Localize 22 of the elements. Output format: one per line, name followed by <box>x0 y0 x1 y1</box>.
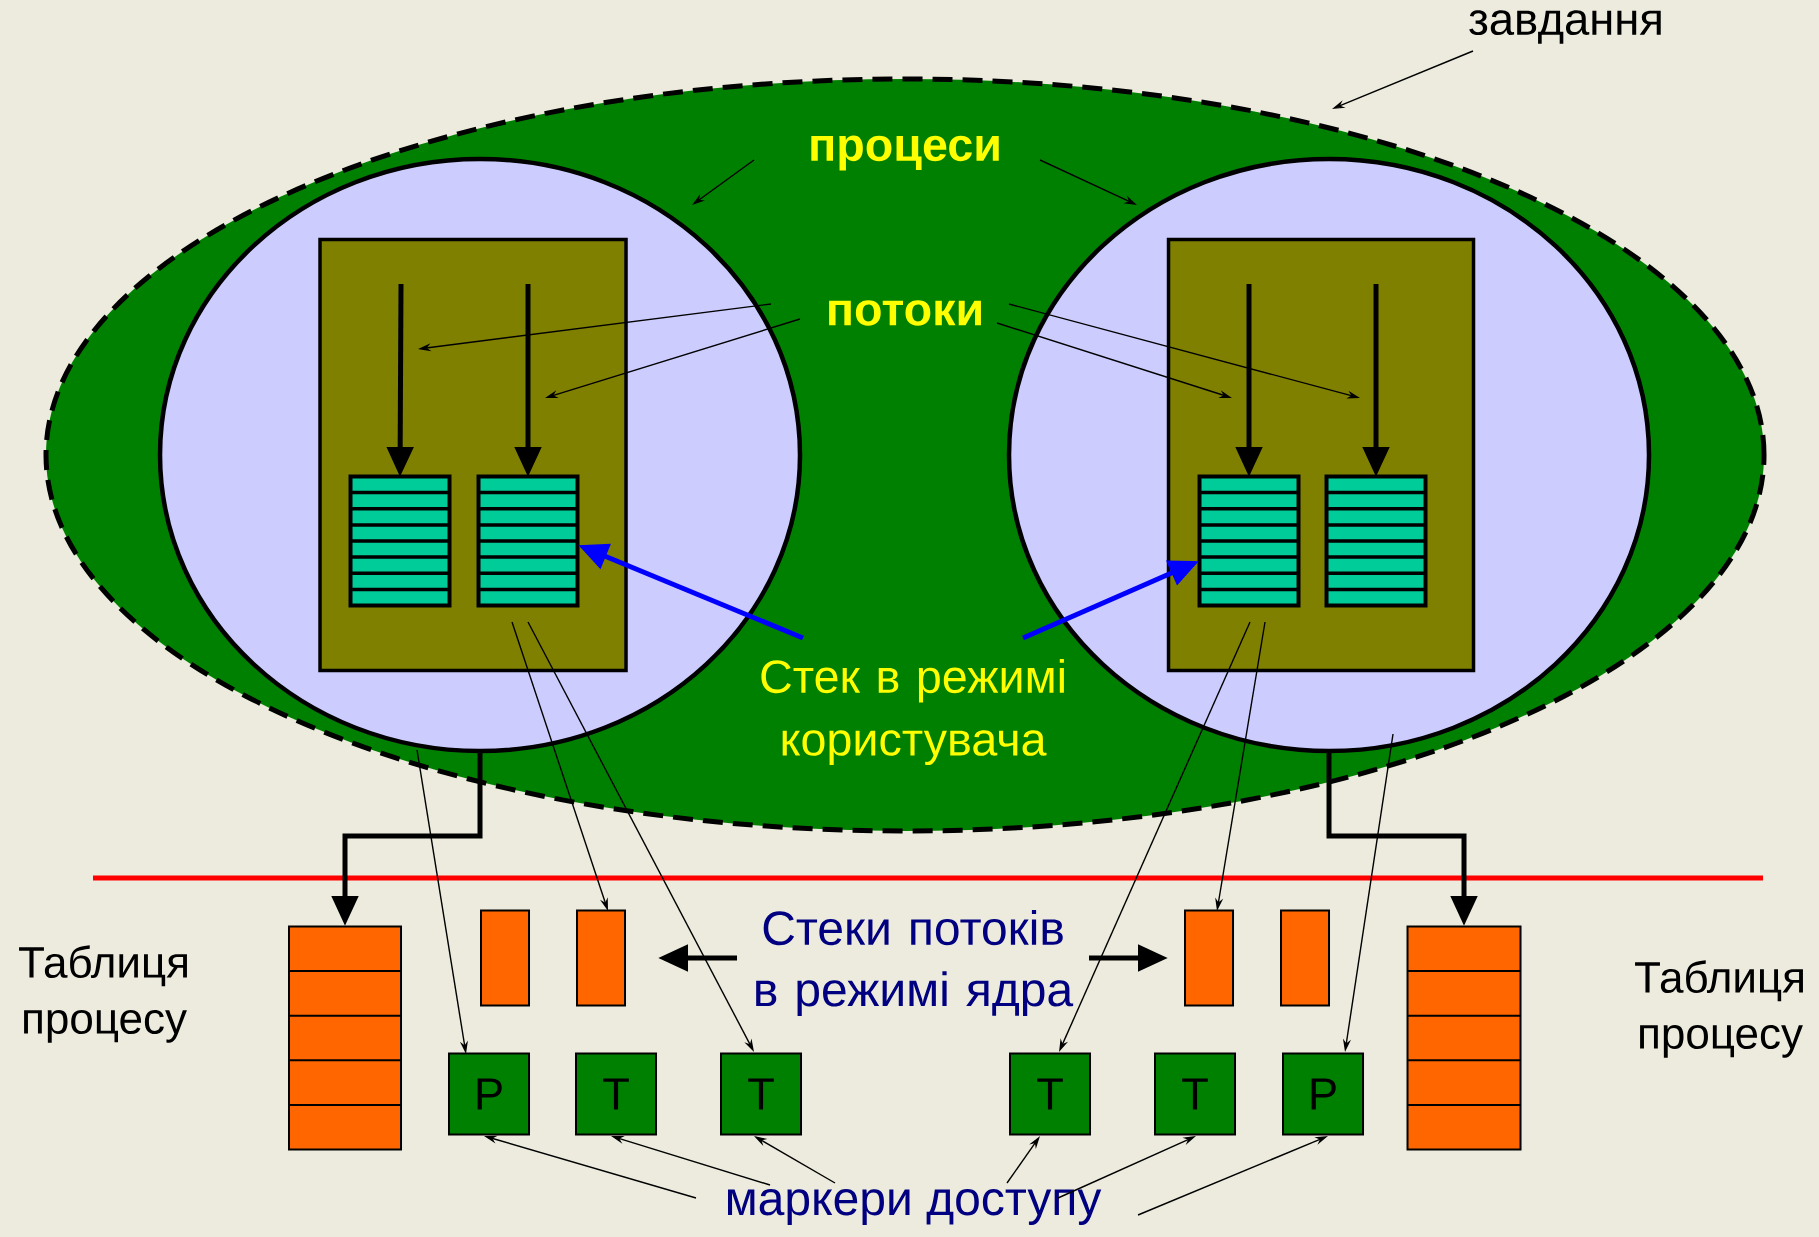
user-stack <box>1197 474 1301 608</box>
user-stack <box>1324 474 1428 608</box>
kernel-stack <box>1280 909 1330 1007</box>
text-label: потоки <box>829 300 981 326</box>
access-token: T <box>1009 1052 1091 1136</box>
text-label: маркери доступу <box>728 1189 1102 1225</box>
text-label: Стеки потоків в режимі ядра <box>756 909 1074 1017</box>
access-token: P <box>1282 1052 1364 1136</box>
access-token: T <box>1154 1052 1236 1136</box>
kernel-stack <box>1184 909 1234 1007</box>
text-label: Таблиця процесу <box>19 945 187 1043</box>
text-label: Стек в режимі користувача <box>761 658 1064 766</box>
user-stack <box>348 474 452 608</box>
user-stack <box>476 474 580 608</box>
text-label: завдання <box>1469 10 1661 44</box>
access-token: P <box>448 1052 530 1136</box>
text-label: Таблиця процесу <box>1635 960 1803 1058</box>
kernel-stack <box>480 909 530 1007</box>
access-token: T <box>575 1052 657 1136</box>
kernel-stack <box>576 909 626 1007</box>
access-token: T <box>720 1052 802 1136</box>
text-label: процеси <box>811 135 999 171</box>
